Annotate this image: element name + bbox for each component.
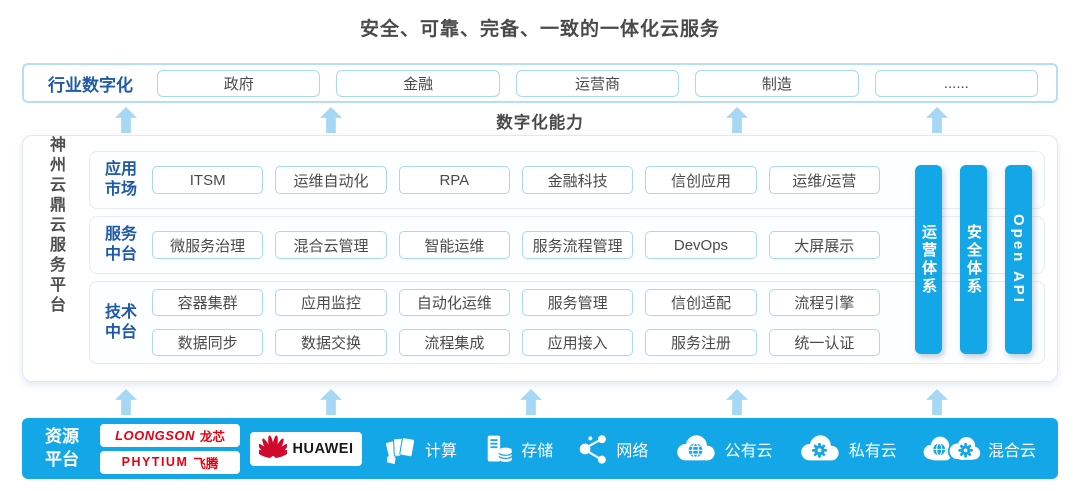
up-arrow-icon	[115, 107, 137, 133]
row-service-middle: 服务中台 微服务治理 混合云管理 智能运维 服务流程管理 DevOps 大屏展示	[89, 216, 1045, 274]
chip-process-engine: 流程引擎	[768, 289, 880, 316]
resource-item-label: 混合云	[987, 442, 1036, 460]
industry-chip-operator: 运营商	[515, 69, 680, 97]
vertical-bar-operation-system: 运营体系	[915, 165, 942, 354]
platform-panel: 神州云鼎云服务平台 应用市场 ITSM 运维自动化 RPA 金融科技 信创应用 …	[22, 135, 1058, 382]
row-tech-middle-label: 技术中台	[104, 303, 137, 341]
industry-row: 行业数字化 政府 金融 运营商 制造 ......	[22, 63, 1058, 103]
chip-app-monitoring: 应用监控	[275, 289, 387, 316]
industry-items: 政府 金融 运营商 制造 ......	[157, 69, 1039, 97]
row-tech-middle: 技术中台 容器集群 应用监控 自动化运维 服务管理 信创适配 流程引擎 数据同步…	[89, 281, 1045, 364]
resource-label: 资源平台	[45, 427, 79, 469]
vertical-bar-open-api: Open API	[1005, 165, 1032, 354]
hybrid-cloud-icon	[921, 433, 981, 464]
chip-app-access: 应用接入	[522, 329, 634, 356]
loongson-logo: LOONGSON 龙芯	[100, 423, 240, 447]
resource-items: 计算	[376, 433, 1036, 465]
chip-hybrid-cloud-mgmt: 混合云管理	[275, 231, 387, 259]
chip-container-cluster: 容器集群	[152, 289, 264, 316]
chip-xinchuang-adapt: 信创适配	[645, 289, 757, 316]
loongson-en-text: LOONGSON	[115, 427, 195, 443]
up-arrow-icon	[726, 107, 748, 133]
chip-fintech: 金融科技	[521, 166, 634, 194]
resource-item-network: 网络	[577, 433, 648, 465]
platform-side-label: 神州云鼎云服务平台	[47, 136, 64, 316]
row-service-middle-label: 服务中台	[104, 226, 137, 263]
resource-item-label: 网络	[616, 442, 649, 460]
huawei-flower-icon	[255, 434, 290, 464]
industry-chip-finance: 金融	[336, 69, 500, 97]
private-cloud-icon	[797, 433, 842, 464]
chip-rpa: RPA	[398, 166, 510, 194]
phytium-en-text: PHYTIUM	[121, 455, 189, 469]
chip-xinchuang-app: 信创应用	[645, 166, 757, 194]
resource-item-label: 计算	[425, 442, 458, 460]
industry-chip-government: 政府	[157, 69, 321, 97]
capability-arrow-strip: 数字化能力	[0, 104, 1080, 135]
huawei-logo: HUAWEI	[250, 431, 362, 466]
resource-bar: 资源平台 LOONGSON 龙芯 PHYTIUM 飞腾	[22, 418, 1058, 479]
up-arrow-icon	[520, 389, 542, 415]
public-cloud-icon	[673, 433, 718, 464]
chip-microservice-gov: 微服务治理	[152, 231, 264, 259]
resource-item-public-cloud: 公有云	[673, 433, 773, 464]
resource-item-label: 公有云	[724, 442, 773, 460]
phytium-logo: PHYTIUM 飞腾	[100, 450, 240, 474]
page-title: 安全、可靠、完备、一致的一体化云服务	[359, 19, 720, 40]
huawei-text: HUAWEI	[292, 440, 354, 457]
chip-devops: DevOps	[645, 231, 757, 259]
chip-aiops: 智能运维	[398, 231, 510, 259]
up-arrow-icon	[115, 389, 137, 415]
resource-arrow-strip	[0, 384, 1080, 418]
chip-service-flow-mgmt: 服务流程管理	[521, 231, 634, 259]
up-arrow-icon	[926, 389, 948, 415]
storage-icon	[481, 433, 514, 465]
loongson-cn-text: 龙芯	[199, 429, 225, 444]
vertical-bar-security-system: 安全体系	[960, 165, 987, 354]
phytium-cn-text: 飞腾	[193, 456, 219, 471]
chip-unified-auth: 统一认证	[768, 329, 880, 356]
chip-service-registry: 服务注册	[645, 329, 757, 356]
network-icon	[577, 433, 609, 465]
resource-item-label: 存储	[521, 442, 554, 460]
chip-process-integration: 流程集成	[398, 329, 510, 356]
platform-rows: 应用市场 ITSM 运维自动化 RPA 金融科技 信创应用 运维/运营 服务中台…	[89, 151, 1045, 364]
up-arrow-icon	[320, 107, 342, 133]
up-arrow-icon	[726, 389, 748, 415]
vendor-column: LOONGSON 龙芯 PHYTIUM 飞腾	[100, 423, 240, 474]
resource-item-label: 私有云	[848, 442, 897, 460]
compute-icon	[384, 433, 418, 465]
chip-ops-automation: 运维自动化	[275, 166, 387, 194]
vertical-bars: 运营体系 安全体系 Open API	[915, 165, 1032, 354]
row-app-market: 应用市场 ITSM 运维自动化 RPA 金融科技 信创应用 运维/运营	[89, 151, 1045, 209]
capability-label: 数字化能力	[496, 114, 584, 132]
up-arrow-icon	[320, 389, 342, 415]
resource-item-compute: 计算	[384, 433, 457, 465]
up-arrow-icon	[926, 107, 948, 133]
resource-item-storage: 存储	[481, 433, 553, 465]
chip-ops-operation: 运维/运营	[768, 166, 880, 194]
industry-chip-manufacturing: 制造	[695, 69, 859, 97]
chip-itsm: ITSM	[152, 166, 264, 194]
chip-service-mgmt: 服务管理	[522, 289, 634, 316]
resource-item-hybrid-cloud: 混合云	[921, 433, 1036, 464]
industry-chip-more: ......	[874, 69, 1039, 97]
chip-automated-ops: 自动化运维	[398, 289, 510, 316]
chip-data-exchange: 数据交换	[275, 329, 387, 356]
chip-data-sync: 数据同步	[152, 329, 264, 356]
industry-label: 行业数字化	[48, 75, 133, 95]
row-app-market-label: 应用市场	[104, 161, 137, 198]
chip-dashboard-display: 大屏展示	[768, 231, 880, 259]
resource-item-private-cloud: 私有云	[797, 433, 897, 464]
